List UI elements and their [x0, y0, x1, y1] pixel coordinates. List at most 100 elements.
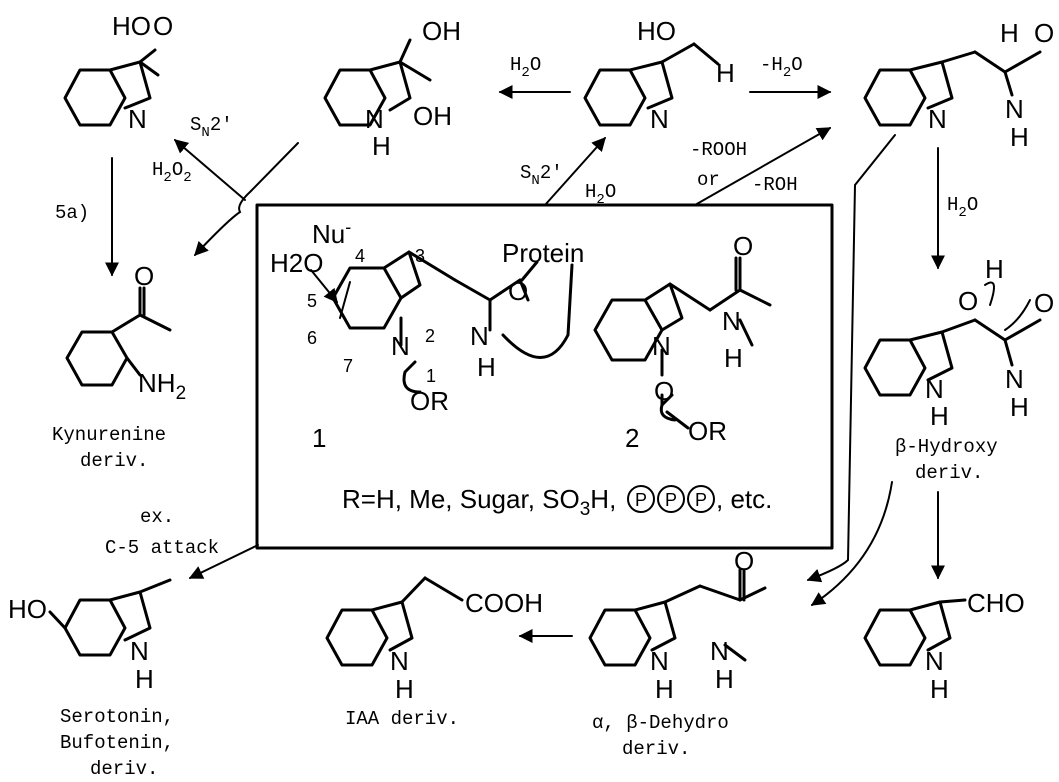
hydroxy-indolenine [583, 42, 720, 127]
dioxindole-diol [323, 38, 432, 127]
c5-attack-label: C-5 attack [105, 537, 219, 559]
atom-h-iaa: H [395, 674, 414, 704]
kynurenine-deriv: deriv. [80, 450, 148, 472]
atom-nh-ser: N [130, 636, 149, 666]
position-3: 3 [415, 246, 425, 266]
methylene-indolenine [863, 50, 1042, 127]
atom-oh-mid: OH [413, 101, 452, 131]
beta-hydroxy-name: β-Hydroxy [895, 436, 998, 458]
reagent-minus-h2o: -H2O [760, 54, 803, 81]
atom-nh-1: N [470, 321, 489, 351]
atom-o2-bh: O [1034, 288, 1054, 318]
ex-label: ex. [140, 506, 174, 528]
atom-nh-deh: N [650, 646, 669, 676]
h2o-nucleophile: H2O [270, 248, 323, 278]
p-symbol-2: P [665, 490, 677, 510]
atom-o-deh: O [734, 546, 754, 576]
atom-or-2: OR [688, 416, 727, 446]
nu-label: Nu- [312, 217, 351, 249]
kynurenine-name: Kynurenine [52, 424, 166, 446]
atom-h-deh2: H [715, 664, 734, 694]
dehydro-name: α, β-Dehydro [592, 712, 729, 734]
atom-h-bh3: H [1010, 392, 1029, 422]
atom-h-1: H [477, 352, 496, 382]
atom-h-deh: H [655, 674, 674, 704]
r-definitions-etc: , etc. [716, 484, 772, 514]
atom-h-ser: H [135, 664, 154, 694]
iaa [325, 576, 464, 667]
atom-n-1: N [391, 331, 410, 361]
atom-h-bh2: H [930, 401, 949, 431]
arrow-sn2-left [173, 139, 246, 201]
atom-nh-deh2: N [710, 636, 729, 666]
atom-o-1: O [508, 276, 528, 306]
atom-n-2: N [652, 331, 671, 361]
hydroperoxy-indolenine [63, 48, 160, 127]
r-definitions: R=H, Me, Sugar, SO3H, [342, 484, 616, 520]
arrow-long-to-dehydro [806, 134, 896, 583]
atom-h-tr2: H [1010, 122, 1029, 152]
atom-nh-bh3: N [1005, 364, 1024, 394]
atom-h-top: H [716, 58, 735, 88]
atom-hoo: HOO [112, 11, 173, 41]
indole-aldehyde [863, 598, 967, 667]
atom-n-tr: N [928, 104, 947, 134]
serotonin-name: Serotonin, [60, 706, 174, 728]
atom-ho-top: HO [637, 16, 676, 46]
position-5: 5 [307, 291, 317, 311]
arrow-elimination [694, 127, 832, 206]
atom-h-diol: H [372, 131, 391, 161]
position-2: 2 [425, 326, 435, 346]
atom-n-tl: N [128, 104, 147, 134]
atom-cho: CHO [967, 588, 1025, 618]
atom-o-2a: O [654, 376, 674, 406]
atom-o-bh: O [958, 286, 978, 316]
arrow-bh-to-dehydro [810, 481, 893, 606]
arrow-c5 [188, 544, 259, 579]
reagent-or: or [697, 169, 720, 191]
ppp-symbols: P P P [627, 485, 715, 513]
atom-nh-cho: N [925, 646, 944, 676]
p-symbol-3: P [695, 490, 707, 510]
serotonin [48, 578, 172, 657]
position-1: 1 [426, 366, 436, 386]
position-4: 4 [355, 246, 365, 266]
reagent-h2o2: H2O2 [152, 159, 192, 186]
reagent-h2o-mid: H2O [585, 181, 616, 208]
atom-nh-diol: N [365, 104, 384, 134]
reagent-h2o-right: H2O [947, 194, 978, 221]
atom-h-bh: H [985, 254, 1004, 284]
p-symbol-1: P [635, 490, 647, 510]
reagent-roh: -ROH [752, 174, 798, 196]
atom-ho-ser: HO [8, 594, 47, 624]
atom-o-kyn: O [134, 261, 154, 291]
atom-n-top3: N [650, 104, 669, 134]
arrow-sn2-mid [544, 136, 606, 206]
atom-nh2-kyn: NH2 [138, 368, 186, 404]
iaa-name: IAA deriv. [345, 708, 459, 730]
label-compound-2: 2 [625, 423, 639, 453]
atom-o-2: O [733, 231, 753, 261]
structure-2 [593, 256, 772, 430]
kynurenine [65, 286, 172, 387]
atom-or-1: OR [410, 386, 449, 416]
atom-nh-bh: N [925, 374, 944, 404]
beta-hydroxy-deriv: deriv. [915, 462, 983, 484]
dehydro [588, 568, 767, 667]
structure-1 [310, 250, 574, 394]
crossing-curve [194, 142, 299, 257]
atom-nh-tr: N [1005, 94, 1024, 124]
step-5a: 5a) [55, 202, 89, 224]
position-7: 7 [343, 356, 353, 376]
reagent-sn2-mid: SN2′ [520, 162, 563, 189]
atom-nh-2: N [722, 306, 741, 336]
beta-hydroxy [863, 281, 1042, 397]
position-6: 6 [307, 328, 317, 348]
serotonin-deriv: deriv. [90, 758, 158, 780]
atom-cooh: COOH [465, 588, 543, 618]
atom-h-cho: H [930, 674, 949, 704]
reagent-h2o-top: H2O [510, 54, 541, 81]
dehydro-deriv: deriv. [622, 738, 690, 760]
reagent-rooh: -ROOH [690, 139, 747, 161]
